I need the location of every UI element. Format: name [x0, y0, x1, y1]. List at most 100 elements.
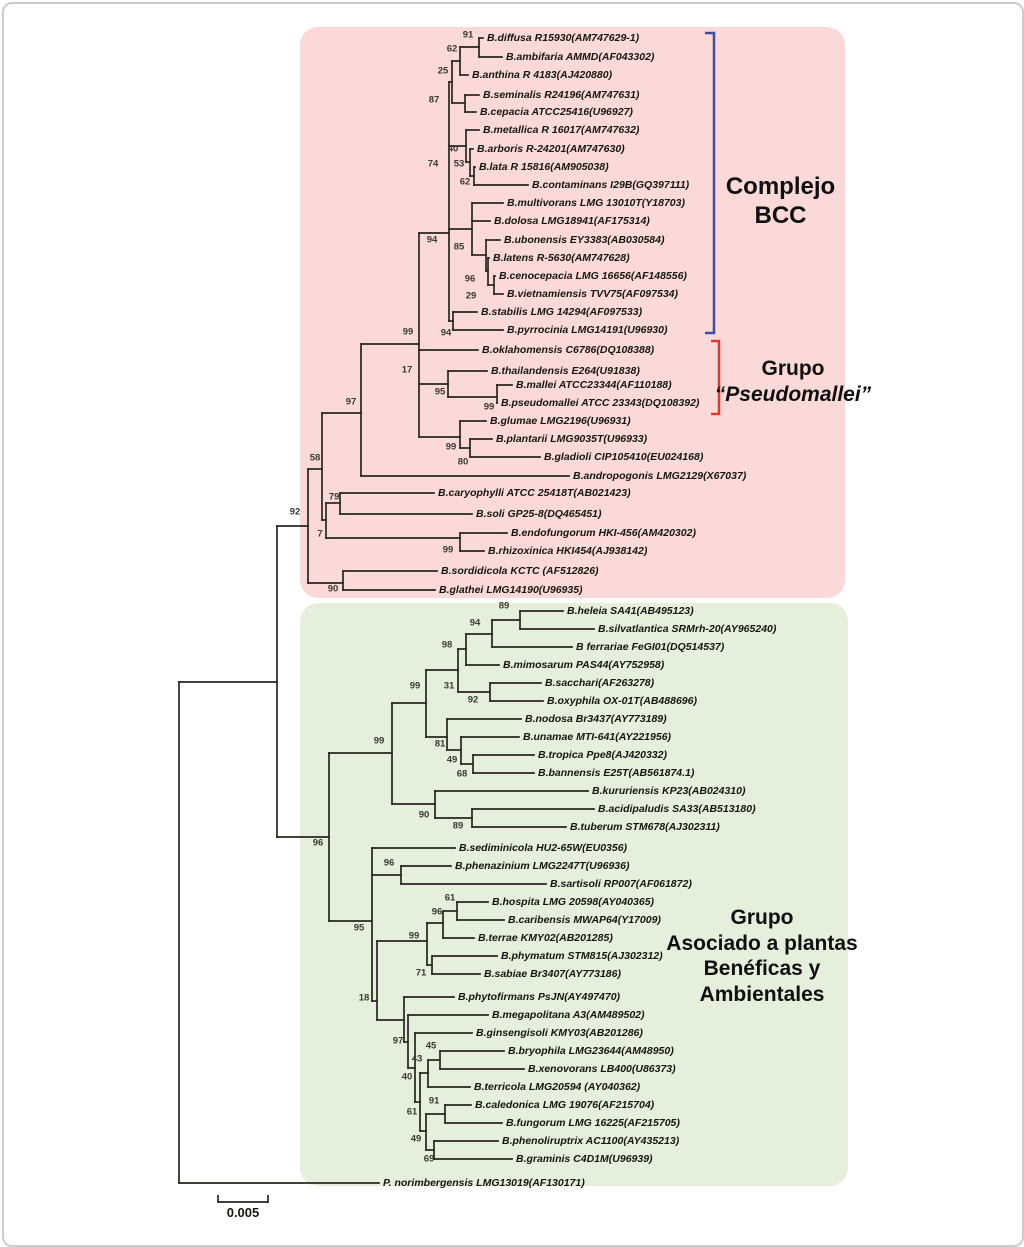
bootstrap-value: 25: [438, 66, 449, 77]
bootstrap-value: 99: [410, 681, 421, 692]
taxon-label: B.bryophila LMG23644(AM48950): [508, 1045, 674, 1057]
taxon-label: B.dolosa LMG18941(AF175314): [494, 215, 650, 227]
taxon-label: B ferrariae FeGI01(DQ514537): [576, 641, 725, 653]
bootstrap-value: 80: [458, 457, 469, 468]
taxon-label: B.terrae KMY02(AB201285): [478, 932, 613, 944]
taxon-label: B.sartisoli RP007(AF061872): [550, 878, 692, 890]
bootstrap-value: 92: [468, 695, 479, 706]
bootstrap-value: 31: [444, 681, 455, 692]
taxon-label: B.caribensis MWAP64(Y17009): [508, 914, 661, 926]
taxon-label: B.phymatum STM815(AJ302312): [501, 950, 663, 962]
bootstrap-value: 69: [424, 1154, 435, 1165]
bootstrap-value: 68: [457, 769, 468, 780]
taxon-label: B.seminalis R24196(AM747631): [483, 89, 640, 101]
taxon-label: B.thailandensis E264(U91838): [491, 365, 640, 377]
bootstrap-value: 74: [428, 159, 439, 170]
taxon-label: B.cenocepacia LMG 16656(AF148556): [499, 270, 687, 282]
bootstrap-value: 40: [448, 144, 459, 155]
taxon-label: B.pseudomallei ATCC 23343(DQ108392): [501, 397, 700, 409]
taxon-label: B.graminis C4D1M(U96939): [516, 1153, 653, 1165]
taxon-label: B.heleia SA41(AB495123): [567, 605, 694, 617]
taxon-label: B.mallei ATCC23344(AF110188): [516, 379, 672, 391]
bootstrap-value: 40: [402, 1072, 413, 1083]
taxon-label: B.fungorum LMG 16225(AF215705): [506, 1117, 680, 1129]
taxon-label: B.tuberum STM678(AJ302311): [570, 821, 720, 833]
pseudomallei-group-label: Grupo “Pseudomallei”: [698, 356, 888, 407]
plant-group-label: Grupo Asociado a plantas Benéficas y Amb…: [642, 905, 882, 1007]
taxon-label: B.pyrrocinia LMG14191(U96930): [507, 324, 668, 336]
bootstrap-value: 49: [447, 755, 458, 766]
bcc-group-label-line1: Complejo: [725, 173, 836, 200]
bootstrap-value: 90: [328, 584, 339, 595]
taxon-label: B.contaminans I29B(GQ397111): [532, 179, 690, 191]
taxon-label: B.metallica R 16017(AM747632): [483, 124, 640, 136]
bootstrap-value: 79: [329, 492, 340, 503]
plant-label-line3: Benéficas y: [703, 957, 821, 981]
bootstrap-value: 87: [429, 95, 440, 106]
bootstrap-value: 99: [403, 327, 414, 338]
taxon-label: B.caryophylli ATCC 25418T(AB021423): [438, 487, 631, 499]
taxon-label: B.acidipaludis SA33(AB513180): [598, 803, 756, 815]
taxon-label: B.mimosarum PAS44(AY752958): [503, 659, 665, 671]
bootstrap-value: 17: [402, 365, 413, 376]
taxon-label: B.tropica Ppe8(AJ420332): [538, 749, 667, 761]
bootstrap-value: 96: [432, 907, 443, 918]
bootstrap-value: 85: [454, 242, 465, 253]
bootstrap-value: 43: [412, 1054, 423, 1065]
bootstrap-value: 92: [290, 507, 301, 518]
taxon-label: B.multivorans LMG 13010T(Y18703): [507, 197, 685, 209]
bootstrap-value: 99: [484, 402, 495, 413]
taxon-label: B.phenazinium LMG2247T(U96936): [455, 860, 630, 872]
taxon-label: B.oxyphila OX-01T(AB488696): [547, 695, 697, 707]
taxon-label: P. norimbergensis LMG13019(AF130171): [383, 1177, 585, 1189]
taxon-label: B.bannensis E25T(AB561874.1): [538, 767, 695, 779]
taxon-label: B.ambifaria AMMD(AF043302): [506, 51, 655, 63]
plant-label-line2: Asociado a plantas: [666, 931, 858, 955]
bootstrap-value: 89: [499, 601, 510, 612]
taxon-label: B.vietnamiensis TVV75(AF097534): [507, 288, 678, 300]
bootstrap-value: 99: [446, 442, 457, 453]
taxon-label: B.xenovorans LB400(U86373): [528, 1063, 676, 1075]
bootstrap-value: 62: [460, 177, 471, 188]
taxon-label: B.lata R 15816(AM905038): [479, 161, 609, 173]
bootstrap-value: 7: [317, 529, 322, 540]
taxon-label: B.caledonica LMG 19076(AF215704): [475, 1099, 655, 1111]
bootstrap-value: 89: [453, 821, 464, 832]
bcc-group-label-line2: BCC: [754, 202, 807, 230]
bootstrap-value: 99: [443, 545, 454, 556]
pseudomallei-label-line2: “Pseudomallei”: [714, 382, 872, 406]
bootstrap-value: 94: [427, 235, 438, 246]
taxon-label: B.unamae MTI-641(AY221956): [523, 731, 672, 743]
bootstrap-value: 18: [359, 993, 370, 1004]
plant-region: [300, 603, 848, 1186]
plant-label-line4: Ambientales: [699, 982, 825, 1006]
bootstrap-value: 96: [313, 838, 324, 849]
taxon-label: B.nodosa Br3437(AY773189): [525, 713, 667, 725]
taxon-label: B.glumae LMG2196(U96931): [490, 415, 631, 427]
bootstrap-value: 61: [445, 893, 456, 904]
bootstrap-value: 53: [454, 159, 465, 170]
taxon-label: B.soli GP25-8(DQ465451): [476, 508, 602, 520]
bootstrap-value: 99: [374, 736, 385, 747]
bootstrap-value: 58: [310, 453, 321, 464]
bcc-bracket: [705, 31, 716, 335]
bootstrap-value: 62: [447, 44, 458, 55]
taxon-label: B.sabiae Br3407(AY773186): [484, 968, 621, 980]
bcc-group-label: Complejo BCC: [698, 172, 863, 231]
taxon-label: B.glathei LMG14190(U96935): [439, 584, 583, 596]
bootstrap-value: 49: [411, 1134, 422, 1145]
bootstrap-value: 45: [426, 1041, 437, 1052]
bcc-region: [300, 27, 845, 598]
bootstrap-value: 95: [354, 923, 365, 934]
bootstrap-value: 96: [384, 858, 395, 869]
bootstrap-value: 97: [393, 1036, 404, 1047]
bootstrap-value: 91: [463, 30, 474, 41]
taxon-label: B.diffusa R15930(AM747629-1): [487, 32, 640, 44]
taxon-label: B.rhizoxinica HKI454(AJ938142): [488, 545, 648, 557]
taxon-label: B.cepacia ATCC25416(U96927): [480, 106, 633, 118]
bootstrap-value: 29: [466, 291, 477, 302]
bootstrap-value: 91: [429, 1096, 440, 1107]
scale-bar-label: 0.005: [227, 1205, 260, 1220]
bootstrap-value: 99: [409, 931, 420, 942]
